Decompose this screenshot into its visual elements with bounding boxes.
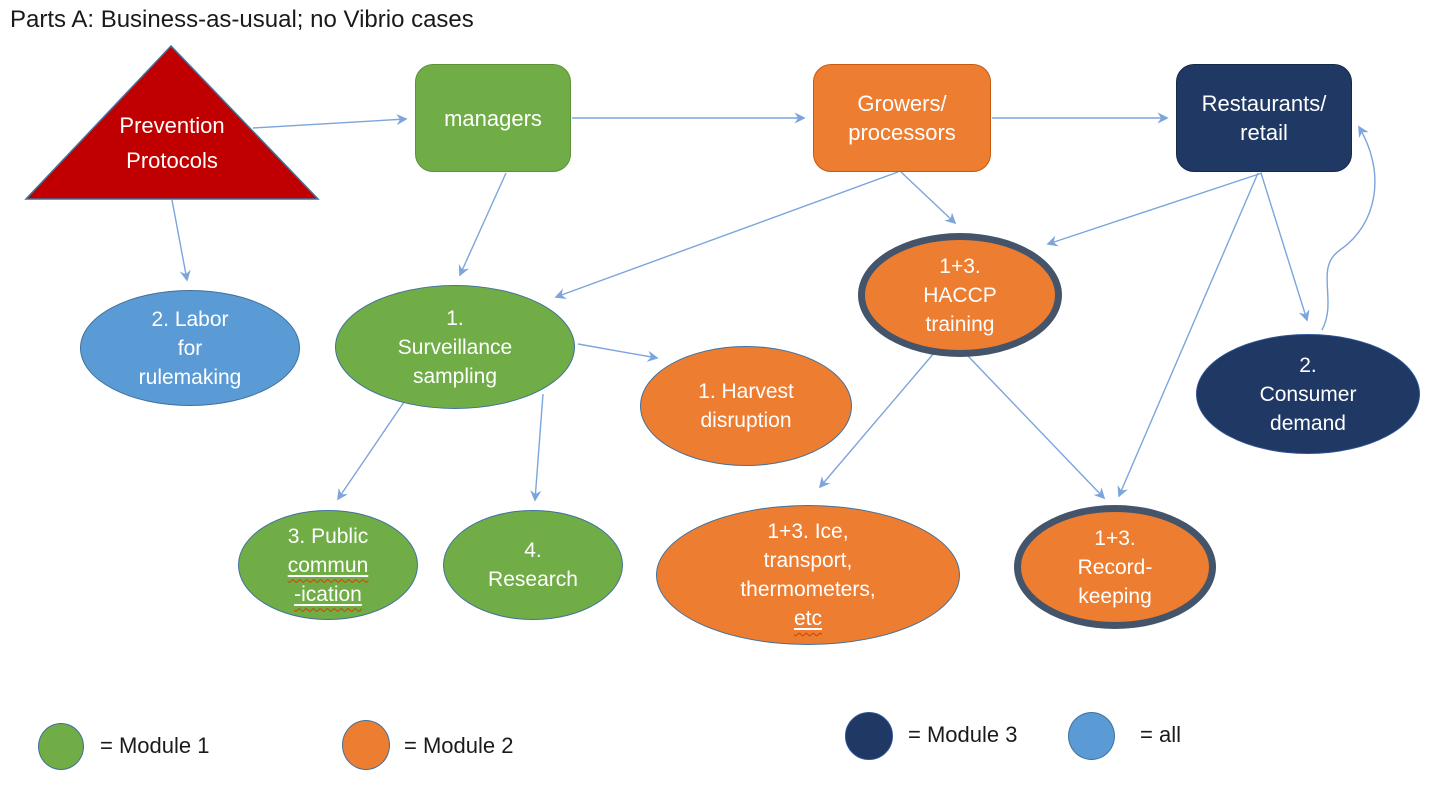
edge-restaurants-consumer: [1260, 172, 1310, 322]
node-research: 4. Research: [443, 510, 623, 620]
legend-swatch-module2: [342, 720, 390, 770]
edge-managers-surveillance: [458, 172, 507, 277]
edge-prevention-labor: [171, 199, 191, 282]
legend-swatch-module1: [38, 723, 84, 770]
node-harvest-disruption: 1. Harvest disruption: [640, 346, 852, 466]
node-surveillance-sampling: 1. Surveillance sampling: [335, 285, 575, 409]
legend-swatch-module3: [845, 712, 893, 760]
node-ice-transport-thermometers: 1+3. Ice, transport, thermometers, etc: [656, 505, 960, 645]
node-consumer-demand: 2. Consumer demand: [1196, 334, 1420, 454]
node-label: Prevention Protocols: [119, 113, 225, 173]
node-record-keeping: 1+3. Record- keeping: [1014, 505, 1216, 629]
diagram-title: Parts A: Business-as-usual; no Vibrio ca…: [10, 6, 474, 33]
edge-restaurants-haccp: [1046, 172, 1263, 247]
node-public-communication: 3. Public commun -ication: [238, 510, 418, 620]
node-growers-processors: Growers/ processors: [813, 64, 991, 172]
legend-label-module1: = Module 1: [100, 733, 210, 758]
edge-growers-surveillance: [554, 171, 899, 299]
edge-prevention-managers: [252, 113, 408, 129]
edge-surveillance-research: [530, 393, 544, 502]
legend-label-module3: = Module 3: [908, 722, 1018, 747]
triangle-shape: [24, 44, 320, 200]
legend-label-all: = all: [1140, 722, 1181, 747]
node-labor-for-rulemaking: 2. Labor for rulemaking: [80, 290, 300, 406]
node-managers: managers: [415, 64, 571, 172]
edge-growers-haccp: [900, 171, 957, 225]
node-haccp-training: 1+3. HACCP training: [858, 233, 1062, 357]
edge-haccp-record: [967, 355, 1106, 500]
node-restaurants-retail: Restaurants/ retail: [1176, 64, 1352, 172]
legend-label-module2: = Module 2: [404, 733, 514, 758]
edge-haccp-ice: [818, 352, 935, 489]
edge-surveillance-publiccomm: [337, 401, 405, 501]
node-prevention-protocols: Prevention Protocols: [22, 42, 322, 204]
edge-consumer-restaurants-feedback: [1321, 125, 1376, 331]
edge-surveillance-harvest: [577, 343, 659, 362]
edge-restaurants-record: [1117, 172, 1259, 498]
legend-swatch-all: [1068, 712, 1115, 760]
